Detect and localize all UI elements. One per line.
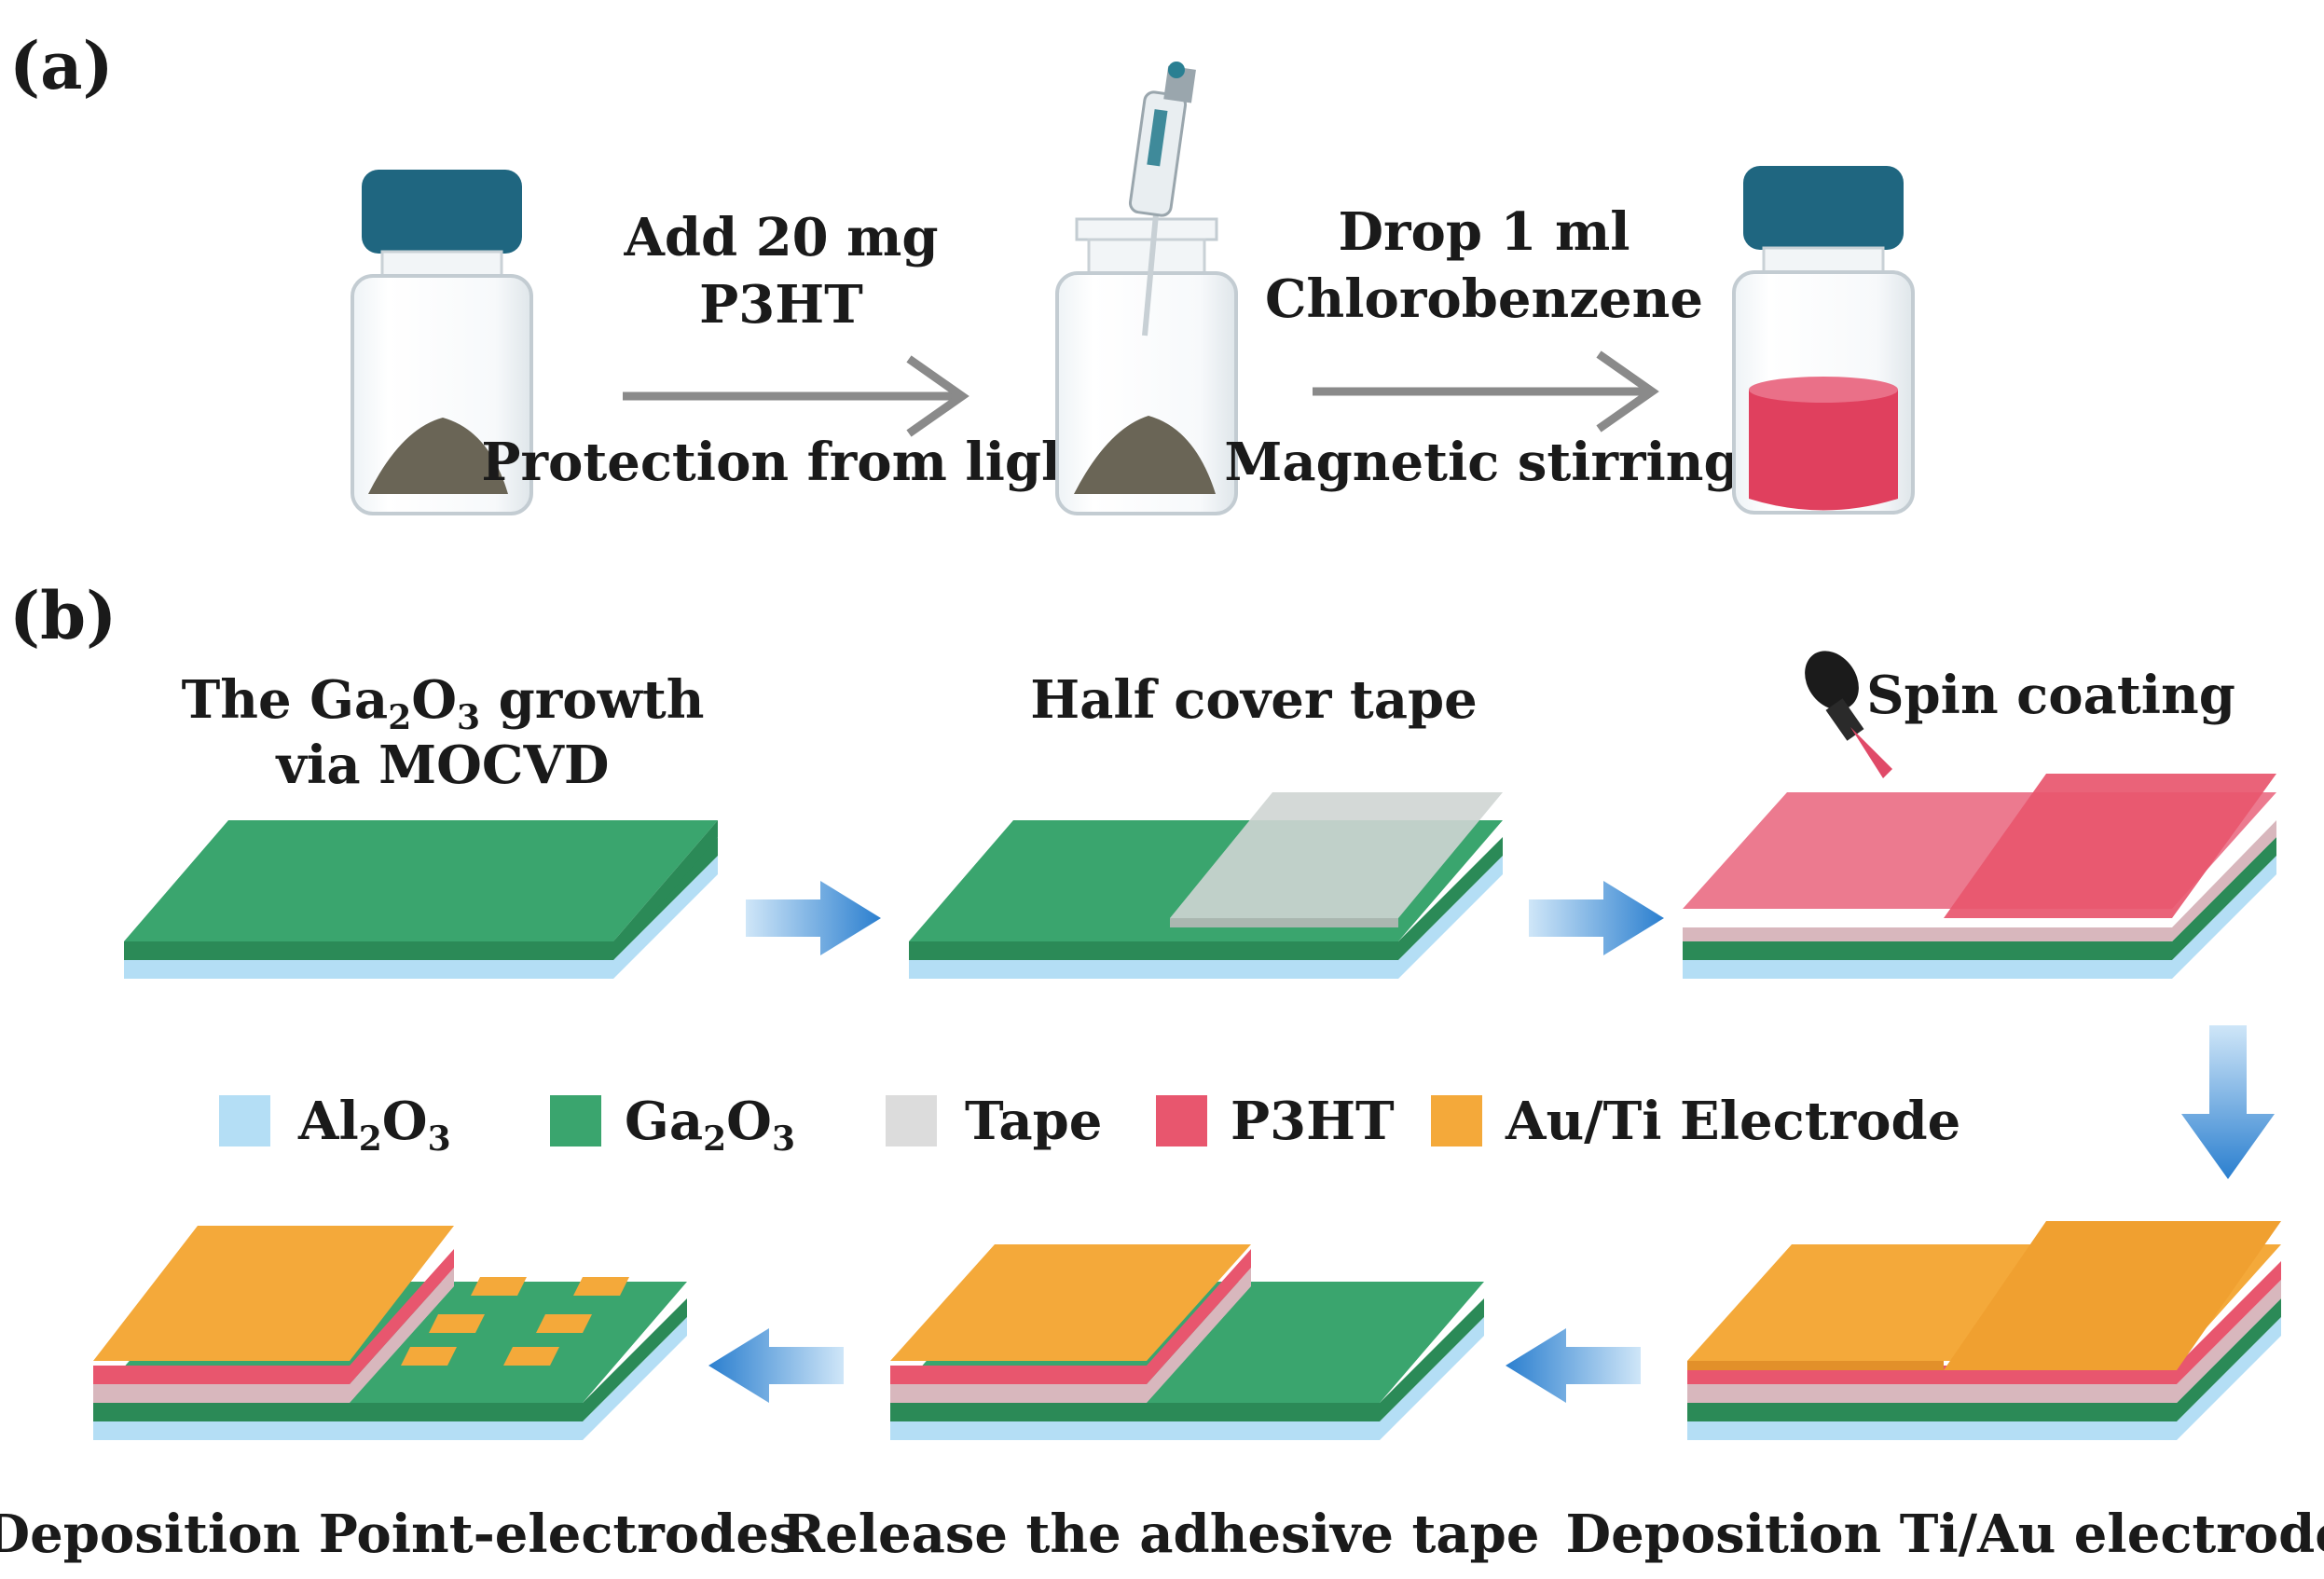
stage3-label: Spin coating — [1866, 665, 2235, 726]
legend-label-p3ht: P3HT — [1231, 1091, 1395, 1152]
legend-swatch-tape — [886, 1095, 937, 1146]
powder-pile — [368, 418, 508, 494]
panel-label-a: (a) — [9, 27, 114, 104]
vial-with-pipette — [1055, 62, 1238, 515]
legend-label-tape: Tape — [965, 1091, 1102, 1152]
stage5-label: Release the adhesive tape — [782, 1503, 1540, 1565]
step2-label-line1: Drop 1 ml — [1338, 201, 1630, 263]
stage4-label: Deposition Ti/Au electrodes — [1566, 1503, 2324, 1565]
legend-label-ga2o3: Ga2O3 — [625, 1091, 795, 1159]
vial-solution — [1732, 166, 1915, 515]
arrow-b1 — [746, 881, 881, 955]
arrow-step1 — [623, 355, 969, 437]
arrow-b4 — [1506, 1328, 1641, 1403]
arrow-b2 — [1529, 881, 1664, 955]
vial-powder — [351, 170, 533, 515]
slab-stage4 — [1687, 1221, 2281, 1440]
legend-swatch-al2o3 — [219, 1095, 270, 1146]
slab-stage3 — [1683, 774, 2276, 979]
step2-label-line2: Chlorobenzene — [1265, 268, 1703, 330]
legend-label-auti: Au/Ti Electrode — [1505, 1091, 1960, 1152]
arrow-b5 — [708, 1328, 844, 1403]
stage1-label: The Ga2O3 growth — [182, 669, 705, 737]
solution-liquid — [1749, 390, 1898, 511]
step2-condition: Magnetic stirring — [1224, 432, 1740, 493]
slab-stage5 — [890, 1244, 1484, 1440]
legend-swatch-auti — [1431, 1095, 1482, 1146]
stage1-label-line2: via MOCVD — [275, 735, 610, 796]
step1-label-line2: P3HT — [699, 274, 863, 336]
stage6-label: Deposition Point-electrodes — [0, 1503, 798, 1565]
slab-stage2 — [909, 792, 1503, 979]
dropper-icon — [1805, 651, 1892, 778]
tape-layer — [1170, 792, 1503, 918]
stage2-label: Half cover tape — [1030, 669, 1478, 731]
legend: Al2O3 Ga2O3 Tape P3HT Au/Ti Electrode — [219, 1091, 1960, 1159]
slab-stage6 — [93, 1226, 687, 1440]
legend-label-al2o3: Al2O3 — [297, 1091, 451, 1159]
point-electrodes — [401, 1277, 629, 1366]
slab-stage1 — [124, 820, 718, 979]
legend-swatch-ga2o3 — [550, 1095, 601, 1146]
legend-swatch-p3ht — [1156, 1095, 1207, 1146]
panel-label-b: (b) — [9, 577, 117, 654]
pipette-icon — [1128, 62, 1196, 336]
arrow-b3 — [2181, 1025, 2275, 1179]
step1-label-line1: Add 20 mg — [623, 207, 938, 268]
arrow-step2 — [1313, 350, 1659, 433]
step1-condition: Protection from light — [481, 432, 1103, 493]
